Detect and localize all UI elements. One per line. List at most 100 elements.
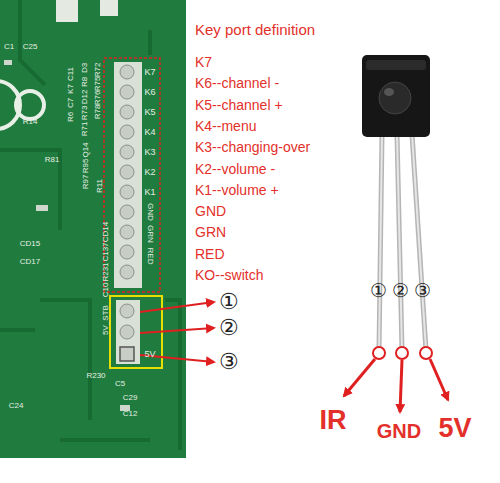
hole (120, 85, 134, 99)
silkscreen-pin-label: K3 (144, 148, 155, 157)
silkscreen-label: R14 (23, 118, 38, 126)
silkscreen-label: R71 (81, 122, 89, 137)
silkscreen-logo (16, 91, 44, 119)
pcb-board (0, 0, 186, 458)
leader-arrow (344, 359, 375, 396)
silkscreen-label: D3 (81, 63, 89, 73)
silkscreen-label: C24 (9, 402, 24, 410)
port-definition: GRN (195, 225, 226, 239)
hole (120, 65, 134, 79)
hole (120, 145, 134, 159)
silkscreen-label: D12 (81, 90, 89, 105)
hole (120, 304, 134, 318)
silkscreen-label: R73 (81, 106, 89, 121)
hole (120, 185, 134, 199)
pin-marker (396, 347, 408, 359)
silkscreen-label: R230 (86, 372, 105, 380)
silkscreen-label: R81 (45, 156, 60, 164)
silkscreen-pin-label: K1 (144, 188, 155, 197)
silkscreen-pin-label: K7 (144, 68, 155, 77)
silkscreen-label: K7 (67, 84, 75, 94)
silkscreen-label: C29 (123, 394, 138, 402)
pin-name: 5V (438, 415, 471, 442)
hole (120, 205, 134, 219)
silkscreen-label: R76 (94, 91, 102, 106)
silkscreen-label: R78 (94, 105, 102, 120)
callout-number: ① (219, 291, 239, 313)
pcb-trace (0, 0, 180, 450)
silkscreen-label: 5V_STB (102, 305, 110, 335)
port-definition: K7 (195, 55, 212, 69)
solder-pad (56, 0, 78, 22)
hole (120, 165, 134, 179)
callout-number: ② (219, 317, 239, 339)
receiver-leg (397, 134, 402, 350)
leader-arrow (140, 302, 214, 312)
silkscreen-label: C5 (115, 380, 125, 388)
hole (120, 125, 134, 139)
receiver-body-top (366, 60, 426, 70)
hole (120, 225, 134, 239)
leader-arrow (430, 359, 448, 400)
receiver-leg (397, 134, 402, 350)
silkscreen-label: C10 (102, 283, 110, 298)
solder-pad (100, 0, 118, 16)
port-definition: K5--channel + (195, 98, 283, 112)
hole (120, 245, 134, 259)
smd-part (4, 60, 12, 65)
silkscreen-pin-label: K4 (144, 128, 155, 137)
callout-number: ③ (414, 281, 431, 300)
receiver-leg (412, 134, 426, 350)
port-definition: K1--volume + (195, 183, 279, 197)
leader-arrow (140, 328, 214, 333)
receiver-body (362, 55, 430, 137)
silkscreen-label: C7 (67, 98, 75, 108)
pin-name: IR (320, 407, 347, 434)
port-definition: KO--switch (195, 268, 263, 282)
pin-marker (420, 347, 432, 359)
port-definition: GND (195, 204, 226, 218)
leader-arrow (400, 360, 402, 412)
receiver-dome (379, 82, 411, 114)
hole (120, 325, 134, 339)
silkscreen-pin-label: K2 (144, 168, 155, 177)
silkscreen-label: R75 (94, 77, 102, 92)
hole (120, 265, 134, 279)
silkscreen-pin-label: 5V (144, 350, 155, 359)
port-definition: RED (195, 247, 225, 261)
silkscreen-pin-label: GND (146, 203, 154, 221)
silkscreen-label: R231 (102, 262, 110, 281)
silkscreen-label: Q14 (82, 142, 90, 157)
port-definition: K2--volume - (195, 162, 275, 176)
silkscreen-label: C12 (123, 410, 138, 418)
port-definition: K3--changing-over (195, 140, 310, 154)
port-definition: K6--channel - (195, 76, 279, 90)
silkscreen-label: C11 (67, 67, 75, 81)
pin-marker (373, 347, 385, 359)
callout-number: ① (370, 281, 387, 300)
receiver-leg (412, 134, 426, 350)
silkscreen-label: C137 (102, 242, 110, 261)
silkscreen-pin-label: K5 (144, 108, 155, 117)
silkscreen-label: CD14 (102, 222, 110, 242)
connector-holes (120, 65, 134, 279)
heading: Key port definition (195, 22, 315, 37)
silkscreen-pin-label: GRN (146, 225, 154, 243)
silkscreen-label: R6 (67, 112, 75, 122)
silkscreen-pin-label: K6 (144, 88, 155, 97)
smd-part (36, 205, 48, 211)
port-definition: K4--menu (195, 119, 256, 133)
callout-number: ② (392, 281, 409, 300)
highlight-box (104, 58, 160, 292)
receiver-leg (379, 134, 382, 350)
callout-number: ③ (219, 351, 239, 373)
silkscreen-label: R72 (94, 63, 102, 78)
silkscreen-label: C25 (23, 43, 38, 51)
silkscreen-label: C1 (4, 43, 14, 51)
connector-strip (116, 300, 140, 364)
dome-highlight (384, 88, 394, 96)
silkscreen-label: CD17 (20, 258, 40, 266)
silkscreen-label: R97 (82, 175, 90, 190)
hole (120, 105, 134, 119)
